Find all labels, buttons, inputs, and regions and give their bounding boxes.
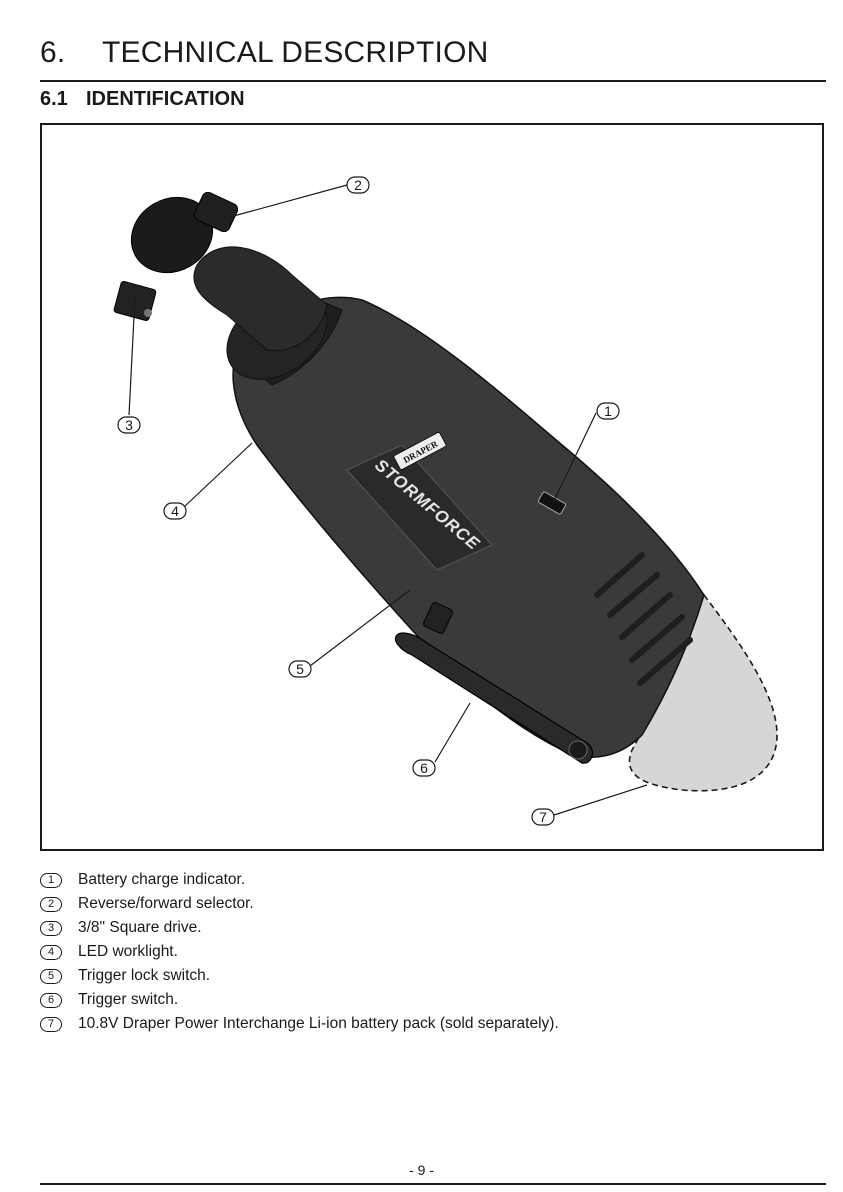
legend-marker: 7	[40, 1017, 62, 1032]
legend-text: 10.8V Draper Power Interchange Li-ion ba…	[78, 1015, 559, 1033]
svg-text:2: 2	[354, 177, 362, 193]
legend-text: Reverse/forward selector.	[78, 895, 254, 913]
callout-1: 1	[597, 403, 619, 419]
square-drive-pin	[144, 309, 152, 317]
svg-text:4: 4	[171, 503, 179, 519]
legend-text: Trigger switch.	[78, 991, 178, 1009]
legend-marker: 6	[40, 993, 62, 1008]
ratchet-illustration: DRAPER STORMFORCE 1	[42, 125, 824, 851]
callout-4: 4	[164, 503, 186, 519]
legend-marker: 3	[40, 921, 62, 936]
legend-item: 6 Trigger switch.	[40, 988, 559, 1012]
legend-item: 3 3/8" Square drive.	[40, 916, 559, 940]
legend-item: 1 Battery charge indicator.	[40, 868, 559, 892]
page-title: 6.TECHNICAL DESCRIPTION	[40, 36, 488, 70]
legend-text: 3/8" Square drive.	[78, 919, 202, 937]
callout-3: 3	[118, 417, 140, 433]
ratchet-shaft	[194, 247, 327, 351]
legend-marker: 5	[40, 969, 62, 984]
legend-item: 2 Reverse/forward selector.	[40, 892, 559, 916]
legend-marker: 4	[40, 945, 62, 960]
heading-rule	[40, 80, 826, 82]
legend-text: LED worklight.	[78, 943, 178, 961]
legend-marker: 1	[40, 873, 62, 888]
legend-text: Trigger lock switch.	[78, 967, 210, 985]
legend-item: 5 Trigger lock switch.	[40, 964, 559, 988]
svg-text:3: 3	[125, 417, 133, 433]
section-number: 6.1	[40, 88, 86, 111]
svg-text:1: 1	[604, 403, 612, 419]
callout-7: 7	[532, 809, 554, 825]
section-label: IDENTIFICATION	[86, 88, 245, 110]
page-number: - 9 -	[0, 1162, 843, 1178]
callout-5: 5	[289, 661, 311, 677]
chapter-title: TECHNICAL DESCRIPTION	[102, 36, 488, 69]
svg-text:7: 7	[539, 809, 547, 825]
legend-marker: 2	[40, 897, 62, 912]
identification-figure: DRAPER STORMFORCE 1	[40, 123, 824, 851]
legend-text: Battery charge indicator.	[78, 871, 245, 889]
footer-rule	[40, 1183, 826, 1185]
callout-2: 2	[347, 177, 369, 193]
chapter-number: 6.	[40, 36, 102, 70]
svg-text:6: 6	[420, 760, 428, 776]
svg-text:5: 5	[296, 661, 304, 677]
legend-item: 7 10.8V Draper Power Interchange Li-ion b…	[40, 1012, 559, 1036]
legend-item: 4 LED worklight.	[40, 940, 559, 964]
parts-legend: 1 Battery charge indicator. 2 Reverse/forw…	[40, 868, 559, 1036]
callout-6: 6	[413, 760, 435, 776]
